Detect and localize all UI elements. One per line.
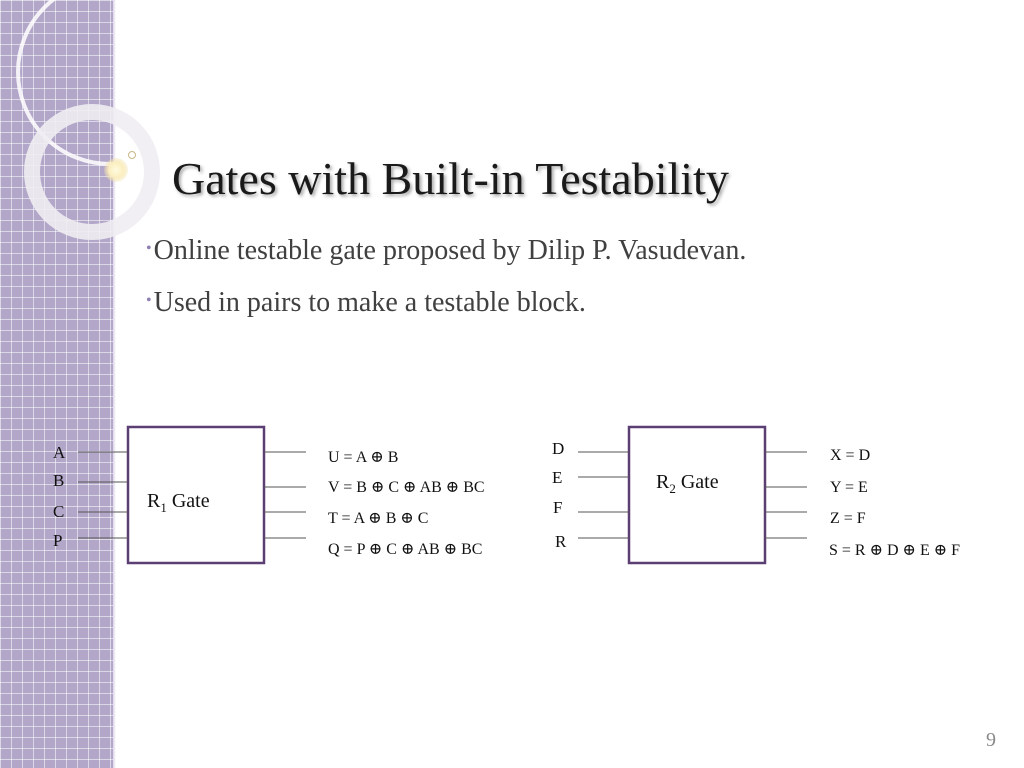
bullet-item: •Online testable gate proposed by Dilip … <box>146 232 746 284</box>
r1-label-rest: Gate <box>167 490 210 512</box>
bullet-list: •Online testable gate proposed by Dilip … <box>146 232 746 336</box>
r1-input-label: C <box>53 502 64 521</box>
slide-title: Gates with Built-in Testability <box>172 153 729 204</box>
r1-output-equation: T = A ⊕ B ⊕ C <box>328 510 428 527</box>
r2-gate-label: R2 Gate <box>656 471 719 496</box>
r1-output-equation: Q = P ⊕ C ⊕ AB ⊕ BC <box>328 541 482 558</box>
r2-output-equation: X = D <box>830 447 870 464</box>
r2-input-label: D <box>552 439 564 458</box>
r1-input-label: B <box>53 471 64 490</box>
bullet-dot-icon: • <box>146 240 152 257</box>
r1-label-subscript: 1 <box>160 500 167 515</box>
r1-input-label: P <box>53 531 62 550</box>
page-number: 9 <box>986 729 996 751</box>
r2-output-equation: S = R ⊕ D ⊕ E ⊕ F <box>829 542 960 559</box>
r2-gate-box <box>627 425 767 565</box>
bullet-text: Online testable gate proposed by Dilip P… <box>153 235 747 266</box>
r1-output-equation: V = B ⊕ C ⊕ AB ⊕ BC <box>328 479 485 496</box>
r2-label-subscript: 2 <box>669 481 676 496</box>
r1-label-main: R <box>147 490 161 512</box>
r1-output-equation: U = A ⊕ B <box>328 449 398 466</box>
bullet-item: •Used in pairs to make a testable block. <box>146 284 746 336</box>
sidebar-edge <box>113 0 116 768</box>
r2-input-label: F <box>553 498 562 517</box>
r1-gate-box <box>126 425 266 565</box>
r2-output-equation: Z = F <box>830 510 866 527</box>
bullet-text: Used in pairs to make a testable block. <box>153 287 586 318</box>
r2-input-label: R <box>555 532 567 551</box>
r1-gate-label: R1 Gate <box>147 490 210 515</box>
r2-input-label: E <box>552 468 562 487</box>
r2-output-equation: Y = E <box>830 479 868 496</box>
r2-label-rest: Gate <box>676 471 719 493</box>
bullet-dot-icon: • <box>146 292 152 309</box>
r1-input-label: A <box>53 443 66 462</box>
r2-label-main: R <box>656 471 670 493</box>
